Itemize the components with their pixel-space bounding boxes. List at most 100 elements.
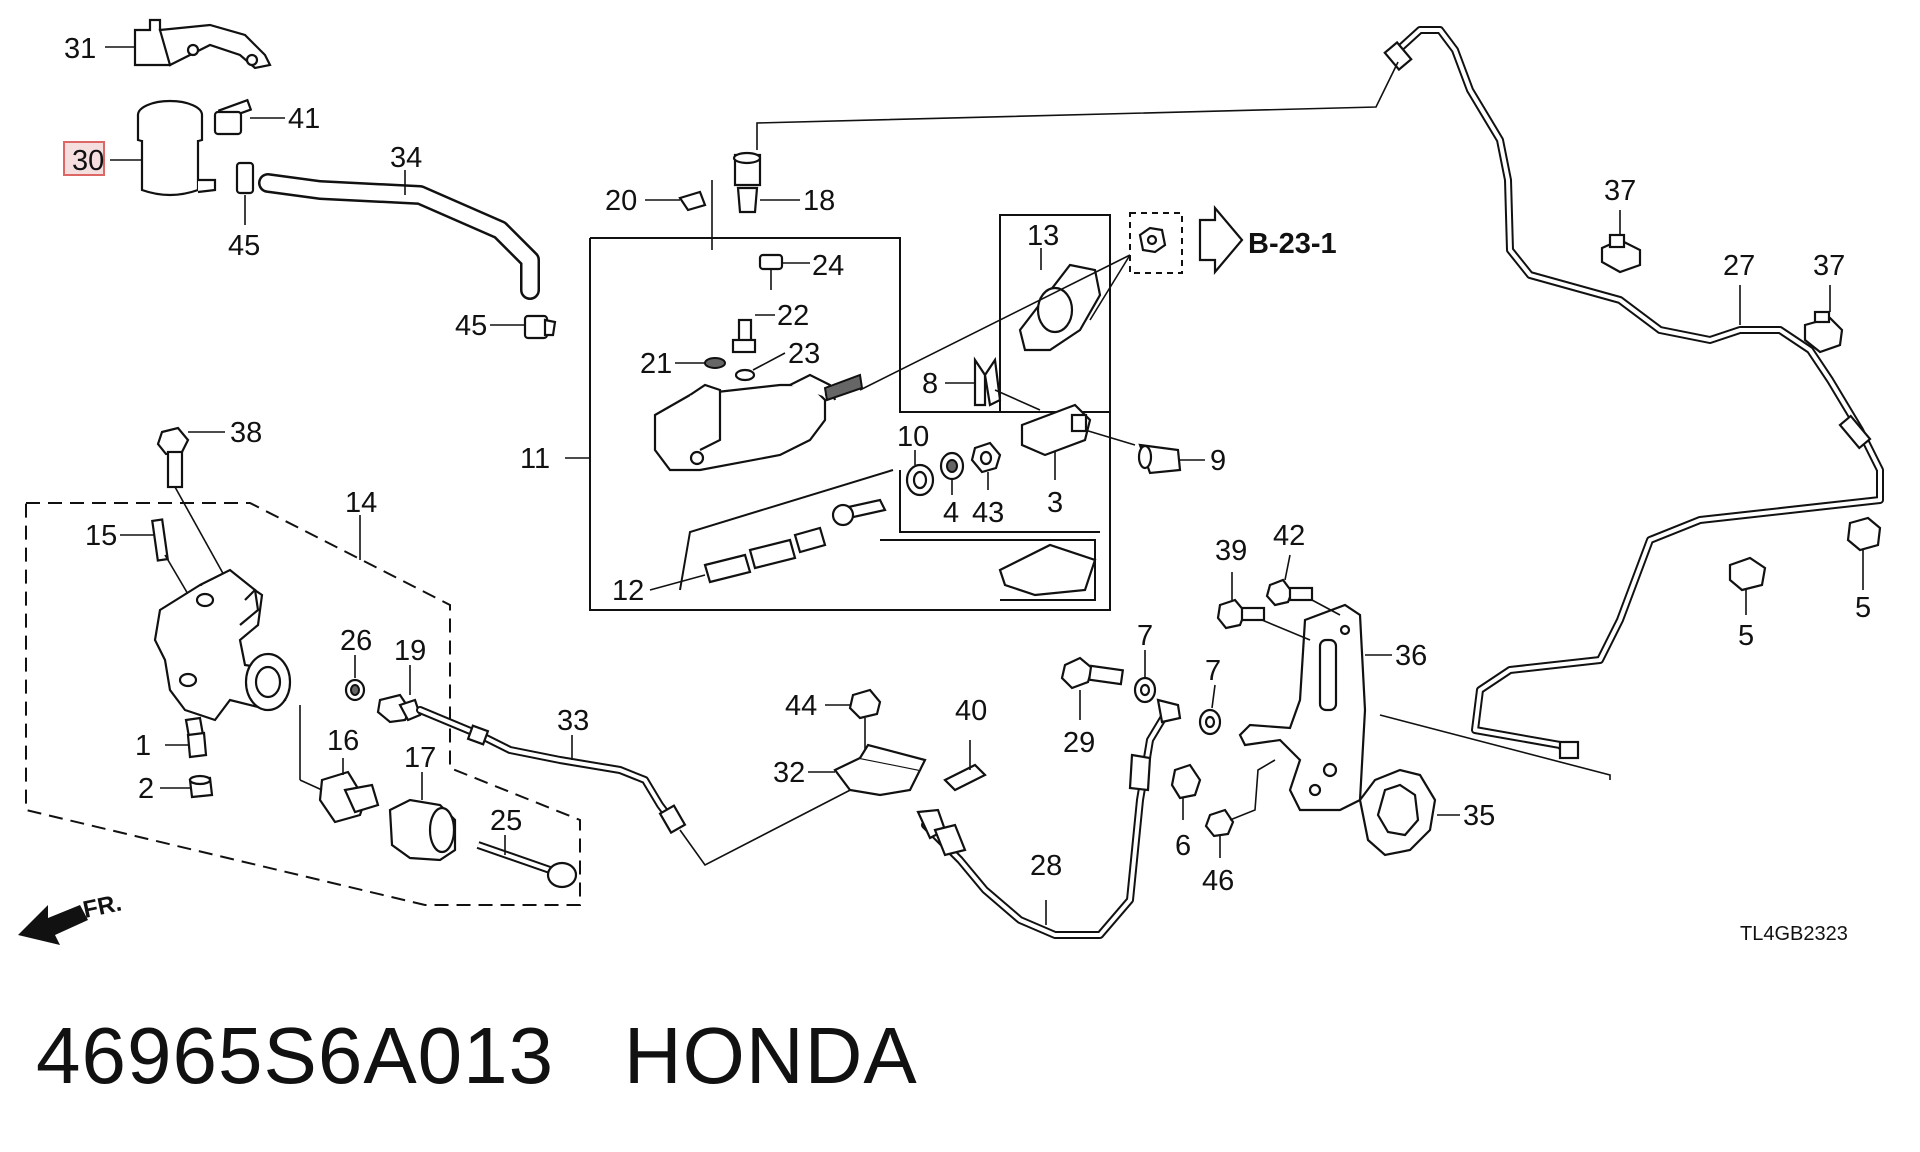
- label-45-lower: 45: [455, 310, 487, 342]
- part-16-fitting: [299, 705, 380, 824]
- part-10-bushing: [905, 450, 935, 497]
- part-26-washer: [344, 655, 366, 702]
- label-13: 13: [1027, 220, 1059, 252]
- label-35: 35: [1463, 800, 1495, 832]
- part-21-washer: [675, 357, 726, 369]
- part-41-bolt: [213, 98, 285, 136]
- label-34: 34: [390, 142, 422, 174]
- label-39: 39: [1215, 535, 1247, 567]
- label-33: 33: [557, 705, 589, 737]
- label-44: 44: [785, 690, 817, 722]
- label-23: 23: [788, 338, 820, 370]
- part-20-clip: [645, 190, 707, 212]
- part-4-nut: [939, 451, 965, 495]
- part-2-cap: [160, 774, 214, 799]
- part-25-pushrod: [476, 835, 578, 889]
- footer: 46965S6A013 HONDA: [36, 1010, 918, 1102]
- part-39-bolt: [1216, 572, 1311, 641]
- label-32: 32: [773, 757, 805, 789]
- label-2: 2: [138, 773, 154, 805]
- label-19: 19: [394, 635, 426, 667]
- part-8-clip: [945, 356, 1041, 411]
- part-36-bracket: [1238, 603, 1392, 812]
- label-28: 28: [1030, 850, 1062, 882]
- label-26: 26: [340, 625, 372, 657]
- part-32-bracket: [808, 743, 927, 797]
- label-14: 14: [345, 487, 377, 519]
- part-11-master-cylinder: [653, 373, 864, 472]
- reference-label: B-23-1: [1248, 228, 1337, 260]
- label-18: 18: [803, 185, 835, 217]
- label-36: 36: [1395, 640, 1427, 672]
- label-40: 40: [955, 695, 987, 727]
- label-22: 22: [777, 300, 809, 332]
- label-42: 42: [1273, 520, 1305, 552]
- part-5-clip-a: [1846, 516, 1882, 590]
- part-nut-ref: [1138, 226, 1167, 254]
- label-1: 1: [135, 730, 151, 762]
- highlight-box-30: [63, 141, 105, 176]
- part-7-washer-a: [1133, 650, 1157, 704]
- part-3-switch: [1020, 403, 1136, 480]
- label-8: 8: [922, 368, 938, 400]
- part-42-bolt: [1265, 554, 1341, 616]
- label-27: 27: [1723, 250, 1755, 282]
- part-40-clip: [943, 740, 987, 792]
- part-12-piston-kit: [649, 498, 887, 591]
- part-grease-packet: [998, 543, 1097, 597]
- part-37-clip-a: [1600, 210, 1642, 274]
- label-43: 43: [972, 497, 1004, 529]
- part-14-slave-cylinder: [153, 568, 292, 722]
- drawing-code: TL4GB2323: [1740, 923, 1848, 945]
- ref-box: [1129, 212, 1183, 274]
- clutch-pipe-27: [1383, 26, 1884, 760]
- part-46-bolt: [1204, 808, 1235, 858]
- kit-outline-12: [679, 469, 894, 591]
- label-10: 10: [897, 421, 929, 453]
- part-6-clip: [1170, 763, 1202, 820]
- brand-name: HONDA: [623, 1011, 918, 1100]
- group-box-14: [25, 502, 581, 906]
- part-37-clip-b: [1803, 285, 1844, 354]
- part-23-oring: [734, 352, 786, 382]
- label-37b: 37: [1813, 250, 1845, 282]
- arrow-ref-icon: [1198, 204, 1244, 276]
- part-5-clip-b: [1728, 556, 1767, 615]
- part-34-hose: [258, 170, 540, 300]
- label-24: 24: [812, 250, 844, 282]
- label-5b: 5: [1738, 620, 1754, 652]
- part-33-pipe: [416, 706, 687, 835]
- label-45-top: 45: [228, 230, 260, 262]
- label-25: 25: [490, 805, 522, 837]
- label-41: 41: [288, 103, 320, 135]
- part-29-bolt: [1060, 656, 1125, 720]
- label-4: 4: [943, 497, 959, 529]
- label-11: 11: [520, 443, 550, 475]
- label-37a: 37: [1604, 175, 1636, 207]
- part-30-reservoir: [110, 99, 217, 197]
- label-3: 3: [1047, 487, 1063, 519]
- label-38: 38: [230, 417, 262, 449]
- part-9-pin: [1137, 443, 1205, 475]
- part-38-bolt: [156, 426, 236, 596]
- part-17-boot: [388, 772, 457, 862]
- label-7a: 7: [1137, 620, 1153, 652]
- label-17: 17: [404, 742, 436, 774]
- label-16: 16: [327, 725, 359, 757]
- label-31: 31: [64, 33, 96, 65]
- part-35-damper: [1358, 714, 1611, 857]
- label-9: 9: [1210, 445, 1226, 477]
- front-marker-label: FR.: [81, 889, 124, 923]
- label-30: 30: [72, 145, 104, 177]
- part-24-bolt: [758, 253, 810, 290]
- label-46: 46: [1202, 865, 1234, 897]
- label-5a: 5: [1855, 592, 1871, 624]
- part-43-nut: [970, 441, 1002, 490]
- label-7b: 7: [1205, 655, 1221, 687]
- part-19-fitting: [376, 665, 422, 724]
- part-18-fitting: [732, 151, 800, 214]
- label-29: 29: [1063, 727, 1095, 759]
- part-13-gasket: [1018, 263, 1102, 352]
- part-22-pin: [731, 314, 775, 354]
